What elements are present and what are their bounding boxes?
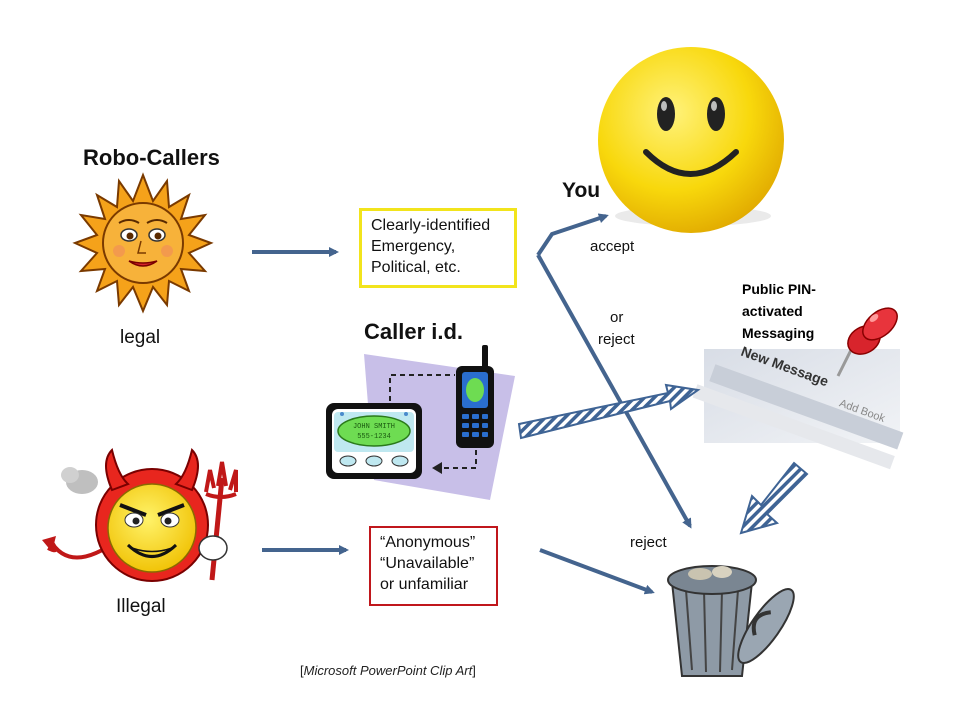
robo-callers-title: Robo-Callers bbox=[83, 145, 220, 170]
clip-art-credit: [Microsoft PowerPoint Clip Art] bbox=[300, 663, 476, 678]
you-label: You bbox=[562, 179, 601, 202]
flow-arrows bbox=[252, 213, 692, 595]
accept-label: accept bbox=[590, 238, 635, 255]
smiley-face-icon bbox=[598, 47, 784, 233]
illegal-box-line-2: “Unavailable” bbox=[380, 555, 475, 572]
caption-text: Microsoft PowerPoint Clip Art bbox=[303, 663, 473, 678]
legal-box-line-1: Clearly-identified bbox=[371, 217, 491, 234]
or-label: or bbox=[610, 309, 624, 326]
pager-screen-line-2: 555-1234 bbox=[357, 433, 391, 441]
illegal-box-line-1: “Anonymous” bbox=[380, 534, 476, 551]
arrow-accept-to-you bbox=[536, 213, 609, 257]
legal-callers-box: Clearly-identified Emergency, Political,… bbox=[359, 208, 517, 288]
legal-box-line-2: Emergency, bbox=[371, 238, 456, 255]
caption-open: [ bbox=[300, 663, 304, 678]
arrow-illegal-box-to-trash bbox=[539, 548, 655, 595]
pager-screen-line-1: JOHN SMITH bbox=[353, 423, 395, 431]
messaging-title-line-2: activated bbox=[742, 303, 803, 319]
reject-label-2: reject bbox=[630, 534, 667, 551]
trash-can-icon bbox=[667, 565, 795, 677]
caption-close: ] bbox=[472, 663, 476, 678]
messaging-title-line-1: Public PIN- bbox=[742, 281, 816, 297]
push-pin-icon bbox=[836, 307, 898, 377]
devil-icon bbox=[42, 448, 238, 582]
illegal-box-line-3: or unfamiliar bbox=[380, 576, 469, 593]
legal-label: legal bbox=[120, 327, 161, 348]
legal-box-line-3: Political, etc. bbox=[371, 259, 461, 276]
hatched-arrow-to-messaging bbox=[517, 383, 701, 440]
hatched-arrow-to-trash bbox=[739, 461, 809, 535]
reject-label-1: reject bbox=[598, 331, 635, 348]
illegal-callers-box: “Anonymous” “Unavailable” or unfamiliar bbox=[369, 526, 498, 606]
caller-id-title: Caller i.d. bbox=[364, 319, 464, 344]
new-message-image: New Message Add Book bbox=[692, 343, 904, 470]
messaging-title: Public PIN- activated Messaging bbox=[742, 278, 816, 344]
messaging-title-line-3: Messaging bbox=[742, 325, 815, 341]
sun-icon bbox=[72, 172, 214, 314]
caller-id-device-icon: JOHN SMITH 555-1234 bbox=[326, 345, 515, 500]
arrow-reject-to-trash bbox=[536, 254, 692, 529]
illegal-label: Illegal bbox=[116, 596, 166, 617]
